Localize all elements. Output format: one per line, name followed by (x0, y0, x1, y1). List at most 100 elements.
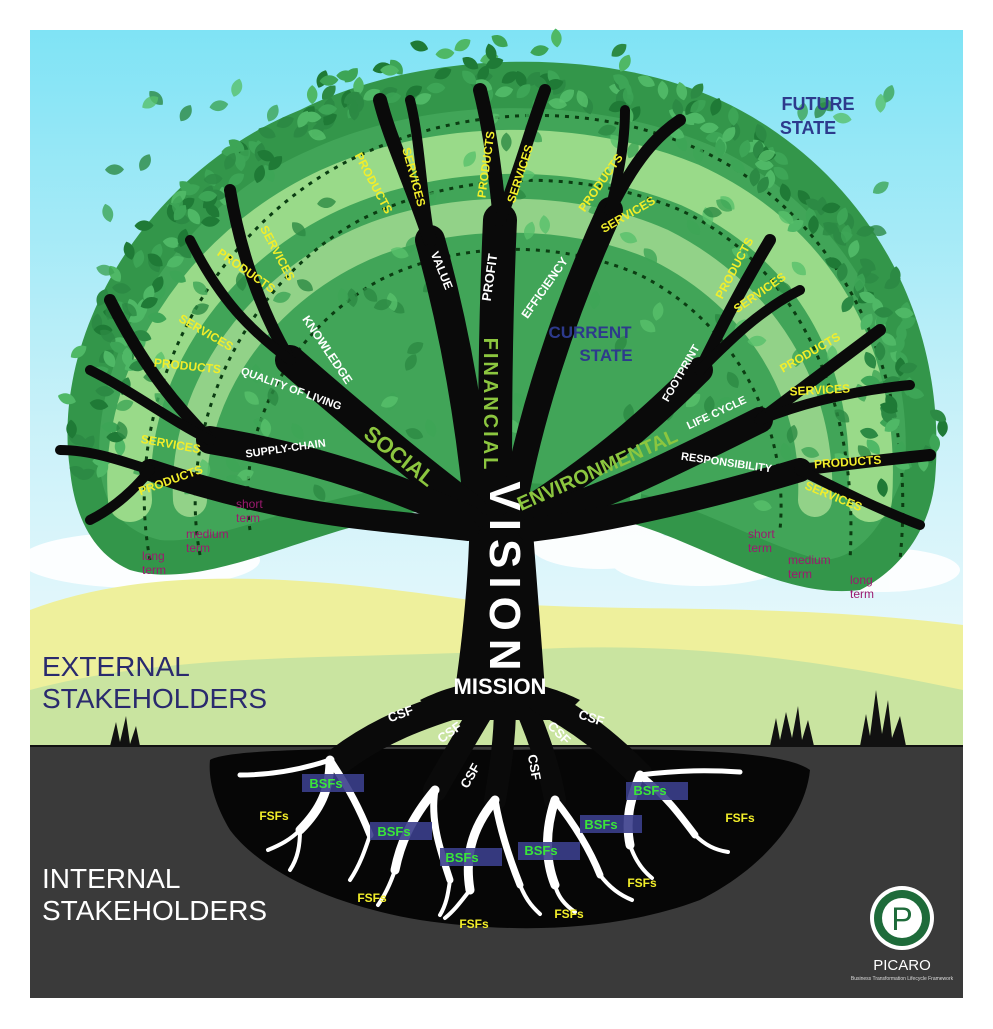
bsfs-label: BSFs (309, 776, 342, 791)
leaf (244, 391, 259, 405)
leaf (96, 460, 109, 478)
leaf (792, 348, 803, 367)
medium-term-label-line2: term (186, 541, 210, 555)
leaf (318, 104, 338, 115)
short-term-label-line2: term (236, 511, 260, 525)
leaf (739, 139, 751, 158)
leaf (267, 387, 279, 407)
leaf (405, 85, 423, 98)
leaf (929, 409, 947, 422)
leaf (462, 57, 479, 70)
leaf (864, 351, 877, 369)
leaf (848, 239, 860, 258)
leaf (236, 149, 251, 164)
leaf (890, 266, 901, 286)
leaf (772, 152, 788, 165)
leaf (434, 67, 452, 80)
leaf (854, 273, 866, 292)
leaf (779, 183, 791, 202)
leaf (859, 427, 879, 439)
leaf (313, 484, 326, 501)
fsfs-label: FSFs (554, 907, 584, 921)
leaf (198, 190, 218, 202)
fsf-labels: FSFs FSFs FSFs FSFs FSFs FSFs (259, 809, 755, 931)
leaf (757, 149, 776, 162)
leaf (576, 90, 589, 108)
leaf (937, 418, 948, 437)
leaf (491, 35, 508, 48)
internal-stakeholders-line1: INTERNAL (42, 863, 180, 894)
leaf (193, 281, 208, 295)
leaf (637, 75, 655, 88)
leaf (797, 102, 808, 122)
leaf (559, 89, 575, 103)
leaf (836, 262, 848, 282)
leaf (672, 98, 684, 118)
leaf (515, 71, 527, 89)
leaf (228, 173, 245, 186)
future-state-label-line1: FUTURE (782, 94, 855, 114)
leaf (757, 176, 769, 194)
leaf (317, 197, 336, 208)
bsf-labels: BSFs BSFs BSFs BSFs BSFs BSFs (309, 776, 666, 865)
fsfs-label: FSFs (459, 917, 489, 931)
leaf (676, 81, 688, 101)
leaf (805, 198, 823, 211)
leaf (179, 105, 192, 122)
horizon-labels-left: short term medium term long term (142, 497, 263, 577)
leaf (291, 222, 306, 237)
leaf (235, 272, 247, 292)
leaf (134, 220, 154, 231)
fsfs-label: FSFs (627, 876, 657, 890)
leaf (874, 341, 886, 361)
leaf (730, 159, 745, 174)
leaf (105, 164, 124, 175)
leaf (122, 303, 137, 317)
external-stakeholders-line2: STAKEHOLDERS (42, 683, 267, 714)
leaf (407, 342, 424, 355)
leaf (172, 195, 183, 214)
leaf (614, 335, 627, 353)
leaf (652, 302, 664, 321)
leaf (516, 84, 531, 99)
leaf (100, 329, 116, 343)
bsfs-label: BSFs (445, 850, 478, 865)
internal-stakeholders-line2: STAKEHOLDERS (42, 895, 267, 926)
leaf (836, 207, 848, 226)
leaf (726, 371, 739, 388)
leaf (112, 283, 131, 294)
leaf (731, 247, 749, 260)
leaf (142, 96, 159, 109)
leaf (133, 249, 145, 269)
leaf (257, 150, 275, 162)
leaf (89, 399, 109, 410)
leaf (462, 70, 477, 85)
leaf (801, 446, 820, 458)
leaf (203, 173, 223, 185)
leaf (319, 75, 339, 86)
leaf (715, 138, 726, 158)
leaf (139, 154, 151, 171)
long-term-label-line1: long (850, 573, 873, 587)
leaf (825, 257, 843, 269)
leaf (254, 164, 266, 184)
leaf (199, 459, 211, 478)
leaf (425, 419, 437, 437)
leaf (773, 166, 789, 180)
leaf (687, 112, 706, 124)
logo-mark: P (891, 901, 912, 937)
leaf (115, 399, 134, 411)
leaf (121, 347, 133, 367)
leaf (841, 296, 854, 313)
leaf (778, 211, 794, 224)
leaf (353, 76, 364, 96)
leaf (260, 418, 272, 438)
leaf (513, 392, 527, 409)
bsfs-label: BSFs (377, 824, 410, 839)
fsfs-label: FSFs (725, 811, 755, 825)
leaf (346, 96, 358, 115)
leaf (686, 220, 701, 235)
leaf (884, 419, 900, 432)
